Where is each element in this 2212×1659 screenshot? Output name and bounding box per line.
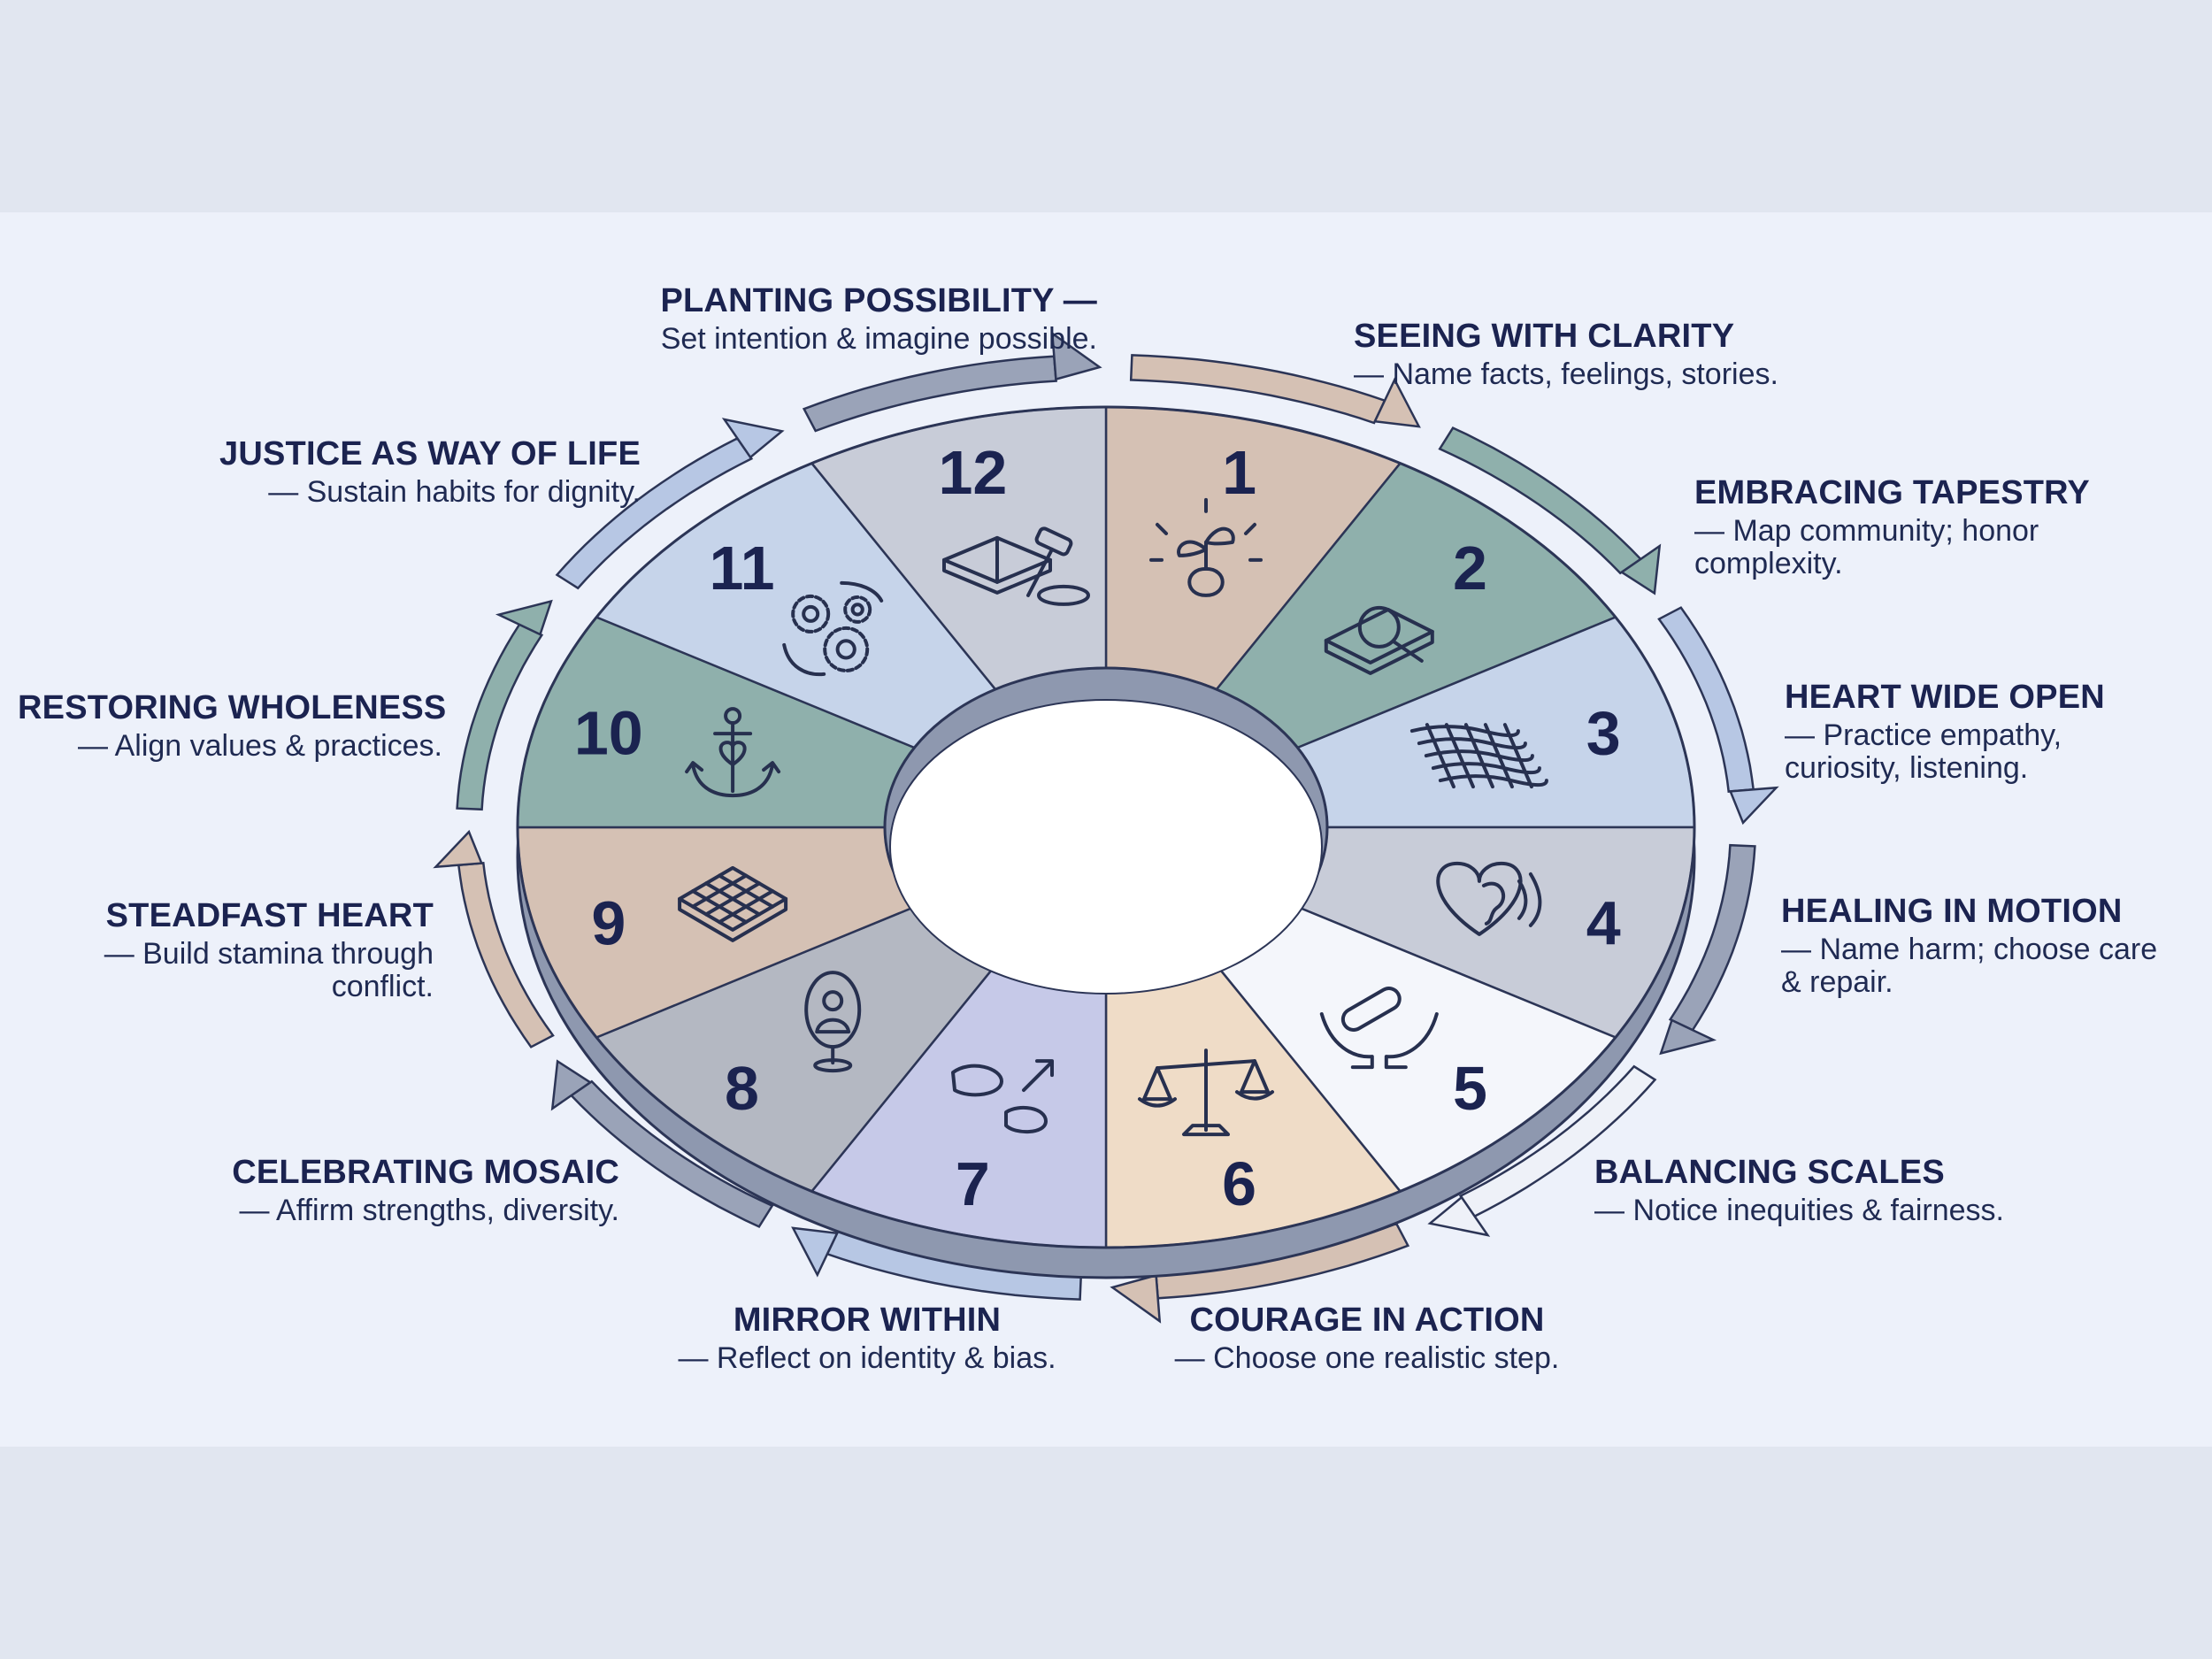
segment-number-7: 7 [956, 1149, 990, 1218]
heart-ear-icon [1436, 861, 1542, 936]
label-10-desc: — Build stamina through conflict. [104, 937, 434, 1003]
cycle-arrow-10 [456, 623, 544, 811]
cycle-arrowhead-6 [1110, 1273, 1162, 1324]
label-3-title: EMBRACING TAPESTRY [1694, 474, 2090, 511]
sprout-icon [1149, 497, 1263, 597]
label-9-title: CELEBRATING MOSAIC [232, 1154, 619, 1191]
label-1: PLANTING POSSIBILITY — Set intention & i… [566, 282, 1097, 357]
label-9-desc: — Affirm strengths, diversity. [239, 1194, 619, 1228]
mosaic-icon [678, 865, 788, 942]
label-8: MIRROR WITHIN — Reflect on identity & bi… [655, 1302, 1079, 1375]
book-gavel-icon [942, 526, 1090, 606]
footprint-icon [951, 1059, 1054, 1134]
cycle-arrow-9 [457, 862, 555, 1048]
label-10-title: STEADFAST HEART [105, 897, 434, 934]
segment-number-1: 1 [1222, 438, 1256, 507]
anchor-icon [685, 707, 781, 798]
label-11: RESTORING WHOLENESS — Align values & pra… [18, 689, 447, 764]
label-7-title: COURAGE IN ACTION [1189, 1302, 1545, 1339]
label-5-desc: — Name harm; choose care & repair. [1781, 933, 2158, 999]
bottom-band [0, 1447, 2212, 1659]
segment-number-3: 3 [1586, 698, 1621, 767]
cycle-arrowhead-4 [1659, 1018, 1717, 1056]
cycle-arrowhead-8 [550, 1059, 593, 1111]
label-4-desc: — Practice empathy, curiosity, listening… [1785, 718, 2062, 785]
cycle-arrow-2 [1438, 426, 1643, 575]
label-3-desc: — Map community; honor complexity. [1694, 514, 2039, 580]
segment-icons [678, 497, 1548, 1137]
label-2-title: SEEING WITH CLARITY [1354, 318, 1735, 355]
label-7-desc: — Choose one realistic step. [1174, 1341, 1560, 1376]
top-band [0, 0, 2212, 212]
segment-number-6: 6 [1222, 1149, 1256, 1218]
cycle-arrow-11 [555, 436, 754, 590]
label-2: SEEING WITH CLARITY — Name facts, feelin… [1354, 318, 1885, 392]
label-6: BALANCING SCALES — Notice inequities & f… [1594, 1154, 2090, 1228]
segment-number-9: 9 [591, 889, 626, 958]
scales-icon [1138, 1048, 1274, 1137]
label-12-desc: — Sustain habits for dignity. [268, 475, 641, 510]
segment-number-12: 12 [938, 438, 1007, 507]
label-2-desc: — Name facts, feelings, stories. [1354, 357, 1778, 392]
cycle-arrow-3 [1657, 606, 1755, 793]
cycle-arrowhead-12 [1050, 331, 1102, 381]
cycle-arrowhead-9 [433, 829, 484, 869]
cycle-arrowhead-5 [1427, 1195, 1491, 1237]
cycle-arrow-4 [1668, 843, 1756, 1032]
gears-icon [782, 580, 884, 677]
outer-edge [516, 405, 1696, 1249]
label-1-title: PLANTING POSSIBILITY — [660, 282, 1097, 319]
segment-number-10: 10 [574, 698, 643, 767]
bandage-hands-icon [1319, 987, 1439, 1070]
hole-opening [889, 699, 1323, 995]
label-11-title: RESTORING WHOLENESS [18, 689, 447, 726]
label-10: STEADFAST HEART — Build stamina through … [53, 897, 434, 1003]
label-8-title: MIRROR WITHIN [733, 1302, 1002, 1339]
cycle-arrows [433, 331, 1779, 1324]
label-12: JUSTICE AS WAY OF LIFE — Sustain habits … [133, 435, 641, 510]
cycle-arrowhead-11 [721, 418, 785, 459]
label-3: EMBRACING TAPESTRY — Map community; hono… [1694, 474, 2110, 580]
magnifier-book-icon [1324, 605, 1434, 675]
label-12-title: JUSTICE AS WAY OF LIFE [219, 435, 641, 472]
center-hole [883, 666, 1329, 995]
segment-number-4: 4 [1586, 889, 1621, 958]
label-8-desc: — Reflect on identity & bias. [678, 1341, 1056, 1376]
segment-number-8: 8 [725, 1054, 759, 1123]
cycle-arrow-5 [1458, 1064, 1657, 1218]
label-5: HEALING IN MOTION — Name harm; choose ca… [1781, 893, 2170, 999]
label-9: CELEBRATING MOSAIC — Affirm strengths, d… [142, 1154, 619, 1228]
cycle-arrow-1 [1129, 354, 1386, 425]
label-5-title: HEALING IN MOTION [1781, 893, 2123, 930]
mirror-icon [804, 971, 862, 1073]
label-6-title: BALANCING SCALES [1594, 1154, 1945, 1191]
cycle-arrow-12 [802, 355, 1057, 433]
cycle-arrowhead-3 [1728, 786, 1779, 826]
label-4-title: HEART WIDE OPEN [1785, 679, 2105, 716]
weave-icon [1409, 723, 1548, 789]
label-1-desc: Set intention & imagine possible. [660, 322, 1097, 357]
cycle-arrowhead-2 [1619, 543, 1662, 595]
segment-number-5: 5 [1453, 1054, 1487, 1123]
cycle-arrowhead-1 [1373, 377, 1421, 428]
label-7: COURAGE IN ACTION — Choose one realistic… [1150, 1302, 1584, 1375]
segment-number-11: 11 [710, 534, 775, 603]
label-11-desc: — Align values & practices. [78, 729, 442, 764]
label-6-desc: — Notice inequities & fairness. [1594, 1194, 2004, 1228]
cycle-arrowhead-7 [791, 1226, 839, 1278]
cycle-arrow-8 [569, 1079, 774, 1229]
cycle-arrowhead-10 [495, 599, 553, 636]
segment-number-2: 2 [1453, 534, 1487, 603]
label-4: HEART WIDE OPEN — Practice empathy, curi… [1785, 679, 2139, 785]
